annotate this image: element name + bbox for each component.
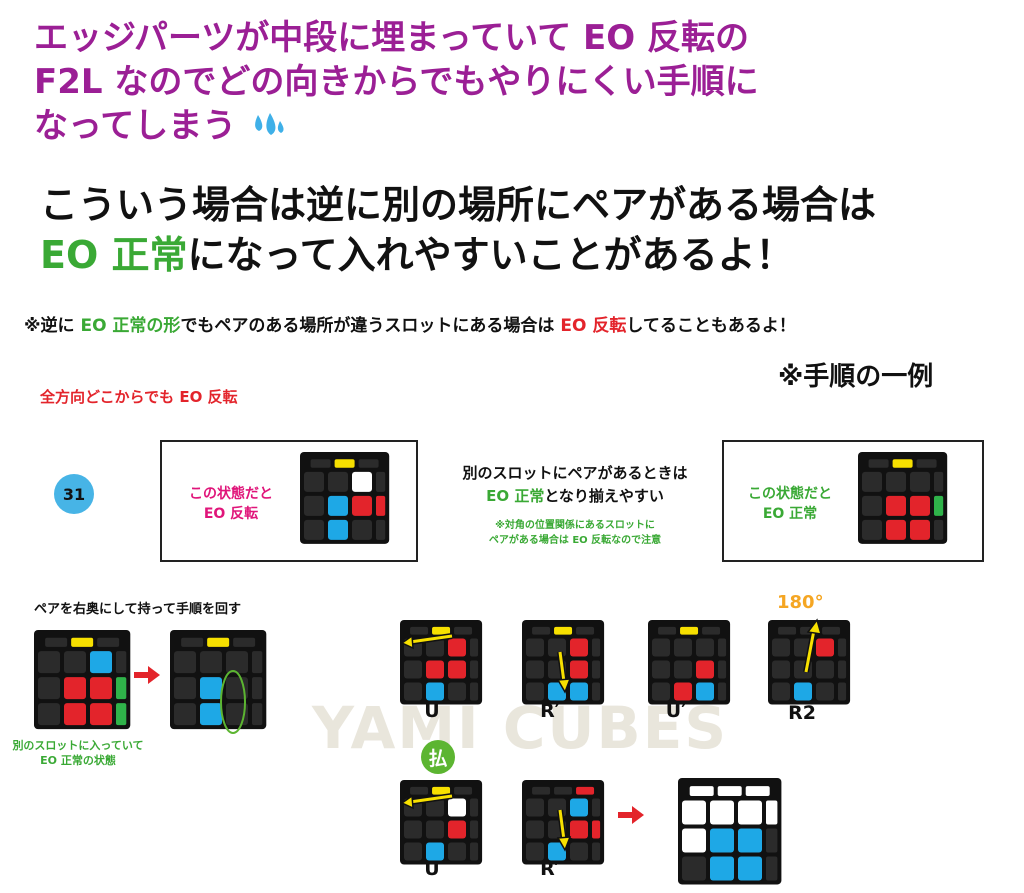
case-number-badge: 31 xyxy=(54,474,94,514)
cube-state-eo-flipped xyxy=(300,452,390,544)
state-right-line1: この状態だと xyxy=(748,486,832,502)
move-label-u: U xyxy=(424,700,440,722)
state-right-line2: EO 正常 xyxy=(762,506,818,522)
example-label: ※手順の一例 xyxy=(778,362,934,392)
note-middle: でもペアのある場所が違うスロットにある場合は xyxy=(180,316,561,336)
note-green: EO 正常の形 xyxy=(80,316,181,336)
pair-instruction: ペアを右奥にして持って手順を回す xyxy=(34,602,241,617)
move-label-u-2: U xyxy=(424,858,440,880)
center-message: 別のスロットにペアがあるときは EO 正常となり揃えやすい xyxy=(420,462,730,508)
center-message-eo-normal: EO 正常 xyxy=(486,487,545,505)
center-message-line2-rest: となり揃えやすい xyxy=(544,487,664,505)
center-message-line2: EO 正常となり揃えやすい xyxy=(420,485,730,508)
left-note-line1: 別のスロットに入っていて xyxy=(12,739,144,752)
red-arrow-icon xyxy=(618,806,644,824)
headline: エッジパーツが中段に埋まっていて EO 反転の F2L なのでどの向きからでもや… xyxy=(34,16,994,148)
yellow-arrow-icon xyxy=(400,793,453,810)
headline-line3: なってしまう xyxy=(34,106,237,146)
state-right-text: この状態だと EO 正常 xyxy=(728,484,852,524)
yellow-arrow-icon xyxy=(400,633,453,650)
cube-pair-back-right xyxy=(170,630,267,730)
state-box-right xyxy=(722,440,984,562)
cube-start xyxy=(34,630,131,730)
left-note: 別のスロットに入っていて EO 正常の状態 xyxy=(8,738,148,768)
yellow-arrow-icon xyxy=(803,618,823,673)
watermark: YAMI CUBES xyxy=(312,694,729,762)
headline-line3-wrap: なってしまう xyxy=(34,104,994,148)
state-left-line2: EO 反転 xyxy=(203,506,259,522)
state-box-left xyxy=(160,440,418,562)
headline-line1: エッジパーツが中段に埋まっていて EO 反転の xyxy=(34,18,750,58)
cube-solved-f2l xyxy=(678,778,782,885)
state-left-line1: この状態だと xyxy=(189,486,273,502)
cube-state-eo-normal xyxy=(858,452,948,544)
left-note-line2: EO 正常の状態 xyxy=(40,754,116,767)
small-note-line2: ペアがある場合は EO 反転なので注意 xyxy=(488,535,662,546)
note-red: EO 反転 xyxy=(560,316,627,336)
center-message-line1: 別のスロットにペアがあるときは xyxy=(462,464,688,482)
headline-line2: F2L なのでどの向きからでもやりにくい手順に xyxy=(34,62,759,102)
yellow-arrow-icon xyxy=(556,651,572,694)
harai-badge: 払 xyxy=(421,740,455,774)
water-drops-icon xyxy=(255,113,284,135)
note-suffix: してることもあるよ！ xyxy=(626,316,796,336)
diagonal-warning-note: ※対角の位置関係にあるスロットに ペアがある場合は EO 反転なので注意 xyxy=(420,518,730,548)
subheadline-eo-normal: EO 正常 xyxy=(40,233,188,277)
state-left-text: この状態だと EO 反転 xyxy=(166,484,296,524)
subheadline-line2-rest: になって入れやすいことがあるよ！ xyxy=(187,233,794,277)
move-label-r-prime-2: R′ xyxy=(540,858,560,880)
rotation-label: 180° xyxy=(777,592,824,613)
subheadline: こういう場合は逆に別の場所にペアがある場合は EO 正常になって入れやすいことが… xyxy=(40,180,1000,280)
red-arrow-icon xyxy=(134,666,160,684)
subheadline-line2: EO 正常になって入れやすいことがあるよ！ xyxy=(40,230,1000,280)
subheadline-line1: こういう場合は逆に別の場所にペアがある場合は xyxy=(40,183,877,227)
cube-after-u-prime xyxy=(648,620,731,705)
green-ellipse-highlight xyxy=(220,670,246,734)
note-prefix: ※逆に xyxy=(24,316,81,336)
yellow-arrow-icon xyxy=(556,809,572,852)
small-note-line1: ※対角の位置関係にあるスロットに xyxy=(495,520,655,531)
move-label-r-prime: R′ xyxy=(540,700,560,722)
move-label-r2: R2 xyxy=(788,702,816,724)
note-line: ※逆に EO 正常の形でもペアのある場所が違うスロットにある場合は EO 反転し… xyxy=(24,311,796,336)
all-directions-label: 全方向どこからでも EO 反転 xyxy=(40,388,238,406)
move-label-u-prime: U′ xyxy=(665,700,687,722)
